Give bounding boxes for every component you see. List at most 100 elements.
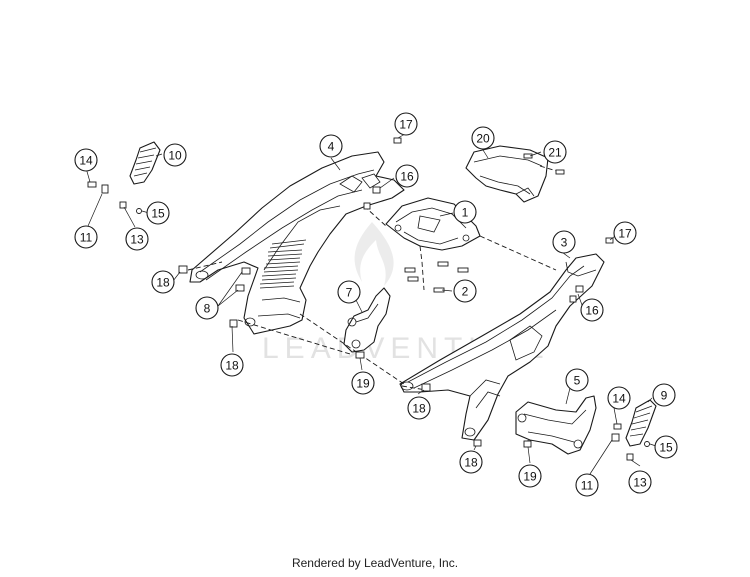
nut-icon bbox=[178, 265, 188, 274]
callout-number: 3 bbox=[561, 236, 568, 250]
callout-number: 14 bbox=[79, 154, 93, 168]
callout-2: 2 bbox=[453, 279, 477, 303]
callout-circle bbox=[74, 225, 98, 249]
callout-circle bbox=[163, 143, 187, 167]
callout-14: 14 bbox=[74, 148, 98, 172]
render-credit: Rendered by LeadVenture, Inc. bbox=[291, 556, 459, 570]
callout-circle bbox=[518, 464, 542, 488]
part-7-left-peg-bracket bbox=[343, 287, 391, 353]
callout-number: 15 bbox=[151, 207, 165, 221]
callout-circle bbox=[543, 140, 567, 164]
washer-icon bbox=[101, 184, 109, 194]
callout-number: 8 bbox=[204, 302, 211, 316]
callout-15: 15 bbox=[146, 201, 170, 225]
callout-number: 19 bbox=[523, 470, 537, 484]
bolt-icon bbox=[355, 351, 365, 359]
callout-circle bbox=[654, 435, 678, 459]
callout-circle bbox=[151, 270, 175, 294]
callout-number: 21 bbox=[548, 146, 562, 160]
nut-icon bbox=[473, 439, 482, 447]
clip-icon bbox=[644, 441, 650, 447]
callout-circle bbox=[319, 134, 343, 158]
nut-icon bbox=[421, 383, 431, 392]
callout-circle bbox=[471, 126, 495, 150]
bolt-icon bbox=[523, 153, 533, 159]
bolt-icon bbox=[457, 267, 469, 273]
pin-icon bbox=[119, 201, 127, 209]
callout-circle bbox=[394, 112, 418, 136]
callout-circle bbox=[459, 450, 483, 474]
callout-number: 2 bbox=[462, 285, 469, 299]
callout-number: 13 bbox=[633, 476, 647, 490]
callout-circle bbox=[337, 280, 361, 304]
callout-number: 18 bbox=[464, 456, 478, 470]
callout-circle bbox=[453, 200, 477, 224]
callout-number: 5 bbox=[574, 374, 581, 388]
washer-icon bbox=[611, 433, 620, 442]
part-5-right-peg-bracket bbox=[515, 395, 597, 455]
callout-3: 3 bbox=[552, 230, 576, 254]
bolt-icon bbox=[605, 237, 614, 244]
callout-number: 15 bbox=[659, 441, 673, 455]
callout-circle bbox=[351, 371, 375, 395]
bolt-icon bbox=[407, 276, 419, 282]
callout-circle bbox=[195, 296, 219, 320]
pin-icon bbox=[626, 453, 634, 461]
bolt-icon bbox=[241, 267, 251, 275]
callout-circle bbox=[565, 368, 589, 392]
callout-8: 8 bbox=[195, 296, 219, 320]
callout-1: 1 bbox=[453, 200, 477, 224]
callout-circle bbox=[613, 221, 637, 245]
callout-11: 11 bbox=[74, 225, 98, 249]
callout-number: 16 bbox=[585, 304, 599, 318]
callout-number: 18 bbox=[412, 402, 426, 416]
callout-circle bbox=[395, 164, 419, 188]
watermark-flame-icon bbox=[354, 222, 394, 286]
bolt-icon bbox=[523, 440, 532, 448]
part-4-vent-grille bbox=[259, 239, 307, 289]
callout-number: 9 bbox=[661, 389, 668, 403]
callout-10: 10 bbox=[163, 143, 187, 167]
part-3-side-rail bbox=[399, 253, 605, 441]
part-10-left-footpeg bbox=[129, 141, 161, 185]
callout-18: 18 bbox=[220, 353, 244, 377]
callout-number: 17 bbox=[399, 118, 413, 132]
callout-circle bbox=[628, 470, 652, 494]
callout-number: 20 bbox=[476, 132, 490, 146]
callout-circle bbox=[125, 227, 149, 251]
callouts: 1234578910111113131414151516161717181818… bbox=[74, 112, 678, 497]
callout-number: 16 bbox=[400, 170, 414, 184]
callout-17: 17 bbox=[394, 112, 418, 136]
callout-number: 7 bbox=[346, 286, 353, 300]
bolt-icon bbox=[235, 284, 245, 292]
callout-11: 11 bbox=[575, 473, 599, 497]
nut-icon bbox=[229, 319, 238, 328]
bolt-icon bbox=[87, 181, 97, 188]
callout-5: 5 bbox=[565, 368, 589, 392]
callout-19: 19 bbox=[518, 464, 542, 488]
nut-icon bbox=[569, 295, 577, 303]
part-9-right-footpeg bbox=[625, 399, 657, 447]
nut-icon bbox=[372, 186, 381, 194]
callout-number: 1 bbox=[462, 206, 469, 220]
bolt-icon bbox=[404, 267, 416, 273]
callout-18: 18 bbox=[151, 270, 175, 294]
bolt-icon bbox=[437, 261, 449, 267]
callout-circle bbox=[220, 353, 244, 377]
callout-18: 18 bbox=[459, 450, 483, 474]
bolt-icon bbox=[555, 169, 565, 175]
callout-number: 18 bbox=[225, 359, 239, 373]
callout-number: 13 bbox=[130, 233, 144, 247]
callout-21: 21 bbox=[543, 140, 567, 164]
callout-circle bbox=[607, 386, 631, 410]
nut-icon bbox=[363, 202, 371, 210]
callout-number: 10 bbox=[168, 149, 182, 163]
callout-circle bbox=[407, 396, 431, 420]
callout-circle bbox=[580, 298, 604, 322]
callout-circle bbox=[552, 230, 576, 254]
callout-19: 19 bbox=[351, 371, 375, 395]
callout-15: 15 bbox=[654, 435, 678, 459]
callout-13: 13 bbox=[628, 470, 652, 494]
callout-14: 14 bbox=[607, 386, 631, 410]
